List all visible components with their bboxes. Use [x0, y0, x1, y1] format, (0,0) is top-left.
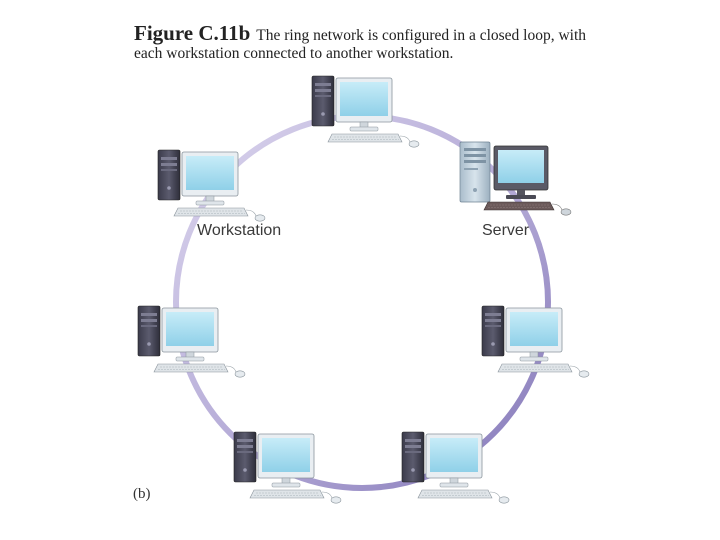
- caption-text: The ring network is configured in a clos…: [134, 27, 587, 62]
- server-label: Server: [482, 222, 530, 239]
- workstation-node-bottom-left: [233, 431, 342, 504]
- figure-label: Figure C.11b: [134, 21, 251, 45]
- workstation-node-middle-right: [481, 305, 590, 378]
- workstation-node-top: [311, 75, 420, 148]
- server-node: [459, 141, 572, 216]
- workstation-node-upper-left: [157, 149, 266, 222]
- workstation-node-middle-left: [137, 305, 246, 378]
- workstation-node-bottom-right: [401, 431, 510, 504]
- workstation-label: Workstation: [197, 222, 282, 239]
- subfigure-label: (b): [133, 486, 151, 502]
